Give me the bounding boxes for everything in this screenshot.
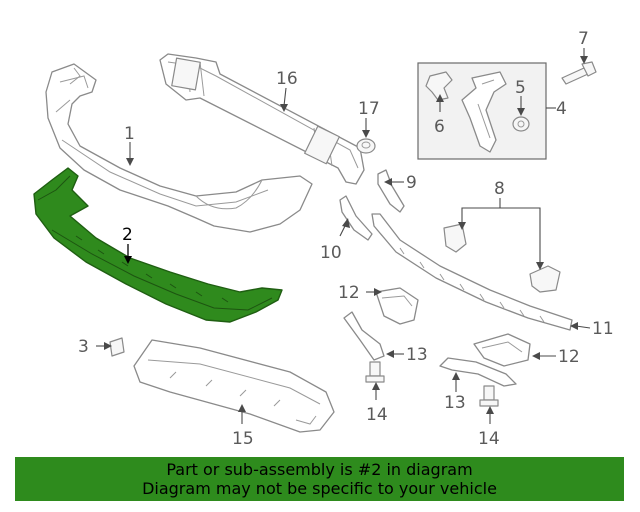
leader-lines — [96, 48, 591, 424]
part-14-bolt-right[interactable] — [479, 385, 499, 407]
part-2-lower-bumper-highlighted[interactable] — [33, 167, 283, 323]
callout-9: 9 — [406, 173, 417, 193]
part-13-bracket-right[interactable] — [439, 357, 517, 387]
part-1-bumper-cover[interactable] — [45, 63, 313, 233]
part-7-bolt[interactable] — [561, 61, 597, 85]
part-3-cap[interactable] — [109, 337, 125, 357]
info-banner: Part or sub-assembly is #2 in diagram Di… — [15, 457, 624, 501]
part-9-bracket[interactable] — [377, 169, 405, 213]
part-12-upper[interactable] — [375, 287, 419, 325]
callout-14-right: 14 — [478, 429, 500, 449]
callout-13-right: 13 — [444, 393, 466, 413]
part-8-clips[interactable] — [443, 223, 561, 293]
callout-1: 1 — [124, 124, 135, 144]
part-10-bracket[interactable] — [339, 195, 373, 241]
callout-8: 8 — [494, 179, 505, 199]
callout-16: 16 — [276, 69, 298, 89]
part-4-bracket-kit[interactable] — [417, 62, 547, 160]
callout-2: 2 — [122, 225, 133, 245]
callout-13-left: 13 — [406, 345, 428, 365]
part-15-lower-valance[interactable] — [133, 339, 335, 433]
part-12-lower[interactable] — [473, 333, 531, 367]
callout-6: 6 — [434, 117, 445, 137]
part-17-nut[interactable] — [356, 138, 376, 154]
callout-7: 7 — [578, 29, 589, 49]
part-11-trim-strip[interactable] — [371, 213, 573, 331]
banner-line-1: Part or sub-assembly is #2 in diagram — [166, 460, 473, 479]
part-14-bolt-left[interactable] — [365, 361, 385, 383]
callout-labels: 1 2 3 4 5 6 7 8 9 10 11 12 12 13 13 14 1… — [78, 29, 614, 449]
callout-3: 3 — [78, 337, 89, 357]
callout-12-upper: 12 — [338, 283, 360, 303]
callout-12-lower: 12 — [558, 347, 580, 367]
callout-11: 11 — [592, 319, 614, 339]
callout-10: 10 — [320, 243, 342, 263]
callout-15: 15 — [232, 429, 254, 449]
callout-4: 4 — [556, 99, 567, 119]
callout-17: 17 — [358, 99, 380, 119]
banner-line-2: Diagram may not be specific to your vehi… — [142, 479, 497, 498]
bumper-assembly-diagram: 1 2 3 4 5 6 7 8 9 10 11 12 12 13 13 14 1… — [33, 29, 614, 449]
part-16-reinforcement-beam[interactable] — [159, 53, 365, 185]
callout-14-left: 14 — [366, 405, 388, 425]
callout-5: 5 — [515, 78, 526, 98]
part-13-bracket-left[interactable] — [343, 311, 385, 361]
